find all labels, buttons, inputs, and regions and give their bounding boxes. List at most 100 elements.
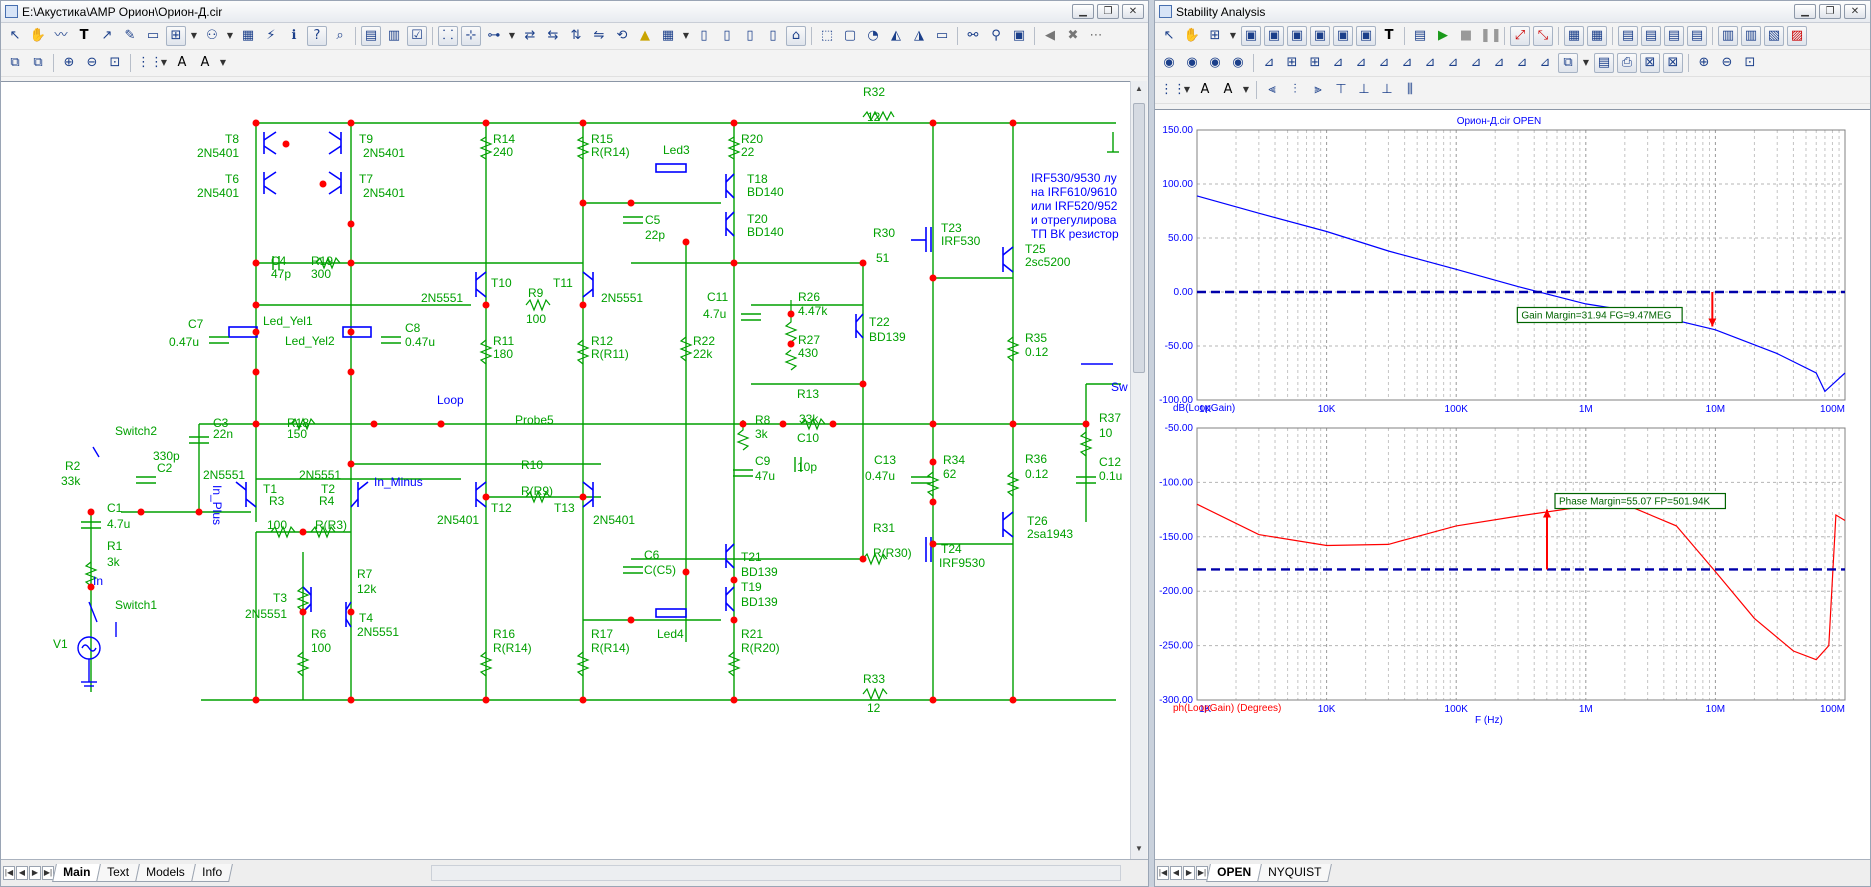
chart-icon[interactable]: ▧ — [1764, 26, 1784, 46]
page-delete-icon[interactable]: ▯ — [746, 28, 754, 43]
bottom-icon[interactable]: ⊿ — [1447, 55, 1459, 70]
align-center-icon[interactable]: ⫶ — [1293, 82, 1297, 97]
align-icon[interactable]: ▭ — [935, 28, 949, 43]
zoom-fit-icon[interactable]: ⊡ — [109, 55, 121, 70]
peak-icon[interactable]: ◉ — [1163, 55, 1175, 70]
print-icon[interactable]: ⎙ — [1617, 53, 1637, 73]
frame-2-icon[interactable]: ⊠ — [1663, 53, 1683, 73]
tab-text[interactable]: Text — [96, 864, 141, 882]
font-icon[interactable]: A — [177, 55, 187, 70]
flip-icon[interactable]: ⇅ — [570, 28, 582, 43]
zoom-region-icon[interactable]: ▣ — [1264, 26, 1284, 46]
font-icon[interactable]: A — [1200, 82, 1210, 97]
wire-icon[interactable]: 〰 — [54, 28, 68, 43]
align-bottom-icon[interactable]: ⊥ — [1381, 82, 1393, 97]
chevron-down-icon[interactable]: ▼ — [1242, 85, 1250, 94]
select-arrow-icon[interactable]: ↖ — [9, 28, 21, 43]
schematic-vertical-scrollbar[interactable]: ▲ ▼ — [1130, 81, 1147, 861]
stack-icon[interactable]: ▥ — [1718, 26, 1738, 46]
schematic-horizontal-scrollbar[interactable] — [431, 865, 1121, 881]
first-tab-icon[interactable]: |◀ — [3, 866, 15, 880]
bus-icon[interactable]: ▭ — [146, 28, 160, 43]
checkbox-icon[interactable]: ☑ — [407, 26, 427, 46]
next-tab-icon[interactable]: ▶ — [1183, 866, 1195, 880]
distribute-icon[interactable]: ⫼ — [1407, 82, 1413, 97]
pause-icon[interactable]: ❚❚ — [1480, 28, 1502, 43]
chevron-down-icon[interactable]: ▼ — [1229, 31, 1237, 40]
high-icon[interactable]: ◉ — [1209, 55, 1221, 70]
minimize-button[interactable]: ▁ — [1072, 4, 1094, 19]
chevron-down-icon[interactable]: ▼ — [190, 31, 198, 40]
component-icon[interactable]: ⊞ — [166, 26, 186, 46]
rotate-icon[interactable]: ⟲ — [616, 28, 628, 43]
grid-text-icon[interactable]: ▤ — [361, 26, 381, 46]
valley-icon[interactable]: ◉ — [1186, 55, 1198, 70]
align-middle-icon[interactable]: ⊥ — [1358, 82, 1370, 97]
scroll-down-icon[interactable]: ▼ — [1135, 844, 1143, 853]
low-icon[interactable]: ◉ — [1232, 55, 1244, 70]
global-high-icon[interactable]: ⊞ — [1309, 55, 1321, 70]
clipboard-icon[interactable]: ▣ — [1012, 28, 1026, 43]
chevron-down-icon[interactable]: ▼ — [219, 58, 227, 67]
scroll-up-icon[interactable]: ▲ — [1135, 84, 1143, 93]
restore-button[interactable]: ❐ — [1097, 4, 1119, 19]
pin-connections-icon[interactable]: ⊹ — [461, 26, 481, 46]
font-color-icon[interactable]: A — [1223, 82, 1233, 97]
flip-x-icon[interactable]: ◭ — [891, 28, 901, 43]
prev-tab-icon[interactable]: ◀ — [16, 866, 28, 880]
mirror-icon[interactable]: ⇋ — [593, 28, 605, 43]
chevron-down-icon[interactable]: ▼ — [160, 58, 168, 67]
zoom-out-icon[interactable]: ⊖ — [1721, 55, 1733, 70]
text-tool-icon[interactable]: T — [79, 28, 89, 43]
zoom-in-icon[interactable]: ⊕ — [1698, 55, 1710, 70]
zoom-in-icon[interactable]: ⊕ — [63, 55, 75, 70]
page-add-icon[interactable]: ▯ — [723, 28, 731, 43]
grid-icon[interactable]: ▦ — [661, 28, 675, 43]
go-to-x-icon[interactable]: ⊿ — [1493, 55, 1505, 70]
data-points-icon[interactable]: ▣ — [1333, 26, 1353, 46]
stop-icon[interactable]: ■ — [1459, 28, 1473, 43]
prev-point-icon[interactable]: ⊿ — [1378, 55, 1390, 70]
zoom-out-icon[interactable]: ⊖ — [86, 55, 98, 70]
go-to-branch-icon[interactable]: ⊿ — [1539, 55, 1551, 70]
minimize-button[interactable]: ▁ — [1794, 4, 1816, 19]
wire-drag-icon[interactable]: ⇆ — [547, 28, 559, 43]
panel-4-icon[interactable]: ▤ — [1687, 26, 1707, 46]
copy-icon[interactable]: ⧉ — [10, 55, 20, 70]
paste-icon[interactable]: ⧉ — [33, 55, 43, 70]
font-color-icon[interactable]: A — [200, 55, 210, 70]
close-button[interactable]: ✕ — [1122, 4, 1144, 19]
chevron-down-icon[interactable]: ▼ — [226, 31, 234, 40]
panel-2-icon[interactable]: ▤ — [1641, 26, 1661, 46]
align-right-icon[interactable]: ⫸ — [1314, 82, 1322, 97]
node-numbers-icon[interactable]: ⸬ — [438, 26, 458, 46]
tokens-icon[interactable]: ▣ — [1356, 26, 1376, 46]
cursor-tracking-icon[interactable]: ⤡ — [1533, 26, 1553, 46]
text-tool-icon[interactable]: T — [1384, 28, 1394, 43]
macro-icon[interactable]: ⌂ — [786, 26, 806, 46]
help-icon[interactable]: ? — [307, 26, 327, 46]
warning-icon[interactable]: ▲ — [640, 28, 650, 43]
box-icon[interactable]: ▢ — [843, 28, 857, 43]
y-scale-icon[interactable]: ▣ — [1310, 26, 1330, 46]
tab-nyquist[interactable]: NYQUIST — [1257, 864, 1333, 882]
stack-2-icon[interactable]: ▥ — [1741, 26, 1761, 46]
binoculars-icon[interactable]: ⚯ — [967, 28, 979, 43]
panel-icon[interactable]: ▤ — [1618, 26, 1638, 46]
line-tool-icon[interactable]: ↗ — [101, 28, 113, 43]
next-point-icon[interactable]: ⊿ — [1355, 55, 1367, 70]
grid-snap-icon[interactable]: ⋮⋮ — [137, 55, 163, 70]
inflection-icon[interactable]: ⊞ — [1286, 55, 1298, 70]
find-replace-icon[interactable]: ⚲ — [991, 28, 1001, 43]
node-icon[interactable]: ⚇ — [206, 28, 218, 43]
global-low-icon[interactable]: ⊿ — [1332, 55, 1344, 70]
grid-snap-icon[interactable]: ⋮⋮ — [1160, 82, 1186, 97]
prev-interp-icon[interactable]: ⊿ — [1424, 55, 1436, 70]
rubberband-icon[interactable]: ⇄ — [524, 28, 536, 43]
zoom-fit-icon[interactable]: ⊡ — [1744, 55, 1756, 70]
align-left-icon[interactable]: ⫷ — [1268, 82, 1276, 97]
select-arrow-icon[interactable]: ↖ — [1163, 28, 1175, 43]
tab-info[interactable]: Info — [191, 864, 233, 882]
region-icon[interactable]: ⬚ — [820, 28, 834, 43]
tab-models[interactable]: Models — [135, 864, 196, 882]
